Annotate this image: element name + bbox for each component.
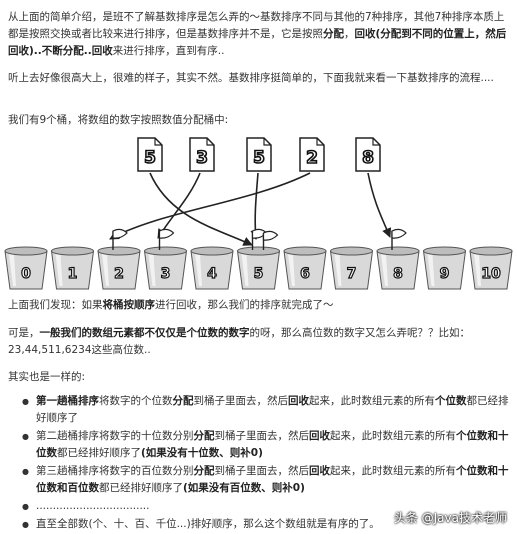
found-paragraph: 上面我们发现：如果将桶按顺序进行回收，那么我们的排序就完成了～ bbox=[8, 299, 334, 311]
bucket-label: 3 bbox=[161, 266, 171, 282]
bucket: 7 bbox=[329, 246, 374, 290]
bucket-label: 4 bbox=[207, 266, 217, 282]
arrow-2-to-bucket-2 bbox=[109, 172, 311, 240]
bucket-label: 8 bbox=[393, 266, 403, 282]
card-number: 5 bbox=[144, 148, 156, 168]
bucket: 9 bbox=[422, 246, 467, 290]
step-item: 第三趟桶排序将数字的百位数分别分配到桶子里面去，然后回收起来，此时数组元素的所有… bbox=[22, 463, 510, 497]
flag-icon bbox=[158, 228, 175, 250]
flag-icon bbox=[112, 228, 128, 250]
bucket-label: 9 bbox=[440, 266, 450, 282]
number-card: 5 bbox=[137, 137, 163, 172]
buckets-intro: 我们有9个桶，将数组的数字按照数值分配桶中: bbox=[8, 114, 229, 126]
watermark: 头条 @Java技术老师 bbox=[393, 511, 507, 525]
step-item: 第一趟桶排序将数字的个位数分配到桶子里面去，然后回收起来，此时数组元素的所有个位… bbox=[22, 393, 510, 427]
bucket: 0 bbox=[4, 246, 48, 290]
step-item: 直至全部数(个、十、百、千位...)排好顺序，那么这个数组就是有序的了。 bbox=[22, 516, 510, 533]
step-item: 第二趟桶排序将数字的十位数分别分配到桶子里面去，然后回收起来，此时数组元素的所有… bbox=[22, 428, 510, 462]
flow-paragraph: 听上去好像很高大上，很难的样子，其实不然。基数排序挺简单的，下面我就来看一下基数… bbox=[8, 72, 494, 84]
bucket: 10 bbox=[469, 246, 513, 290]
number-card: 2 bbox=[299, 137, 325, 172]
card-number: 8 bbox=[362, 148, 374, 168]
card-number: 5 bbox=[253, 148, 265, 168]
flag-icon bbox=[391, 228, 407, 250]
number-card: 3 bbox=[189, 137, 215, 172]
number-card: 5 bbox=[246, 137, 272, 172]
arrow-8-to-bucket-8 bbox=[367, 172, 392, 238]
flag-icon bbox=[251, 228, 279, 250]
number-card: 8 bbox=[355, 137, 381, 172]
bucket: 6 bbox=[283, 246, 327, 290]
bucket: 4 bbox=[190, 246, 234, 290]
bucket: 8 bbox=[376, 246, 420, 290]
bucket: 1 bbox=[50, 246, 95, 290]
arrow-3-to-bucket-3 bbox=[157, 172, 201, 239]
step-item: .................................. bbox=[22, 498, 510, 515]
bucket-label: 0 bbox=[21, 266, 31, 282]
bucket-sort-illustration: 5 3 5 2 8 0 1 2 3 4 5 6 7 8 9 10 bbox=[4, 137, 513, 290]
same-paragraph: 其实也是一样的: bbox=[8, 371, 86, 383]
steps-list: 第一趟桶排序将数字的个位数分配到桶子里面去，然后回收起来，此时数组元素的所有个位… bbox=[22, 393, 510, 534]
bucket-label: 5 bbox=[254, 266, 264, 282]
arrow-5-to-bucket-5 bbox=[149, 172, 253, 246]
card-number: 2 bbox=[306, 148, 318, 168]
bucket: 3 bbox=[143, 246, 188, 290]
question-paragraph: 可是，一般我们的数组元素都不仅仅是个位数的数字的呀，那么高位数的数字又怎么弄呢？… bbox=[8, 327, 470, 356]
bucket-label: 6 bbox=[300, 266, 310, 282]
bucket: 2 bbox=[97, 246, 141, 290]
bucket-label: 7 bbox=[347, 266, 357, 282]
bucket-label: 2 bbox=[114, 266, 124, 282]
card-number: 3 bbox=[196, 148, 208, 168]
bucket-label: 10 bbox=[481, 266, 501, 282]
bucket-label: 1 bbox=[68, 266, 78, 282]
bucket: 5 bbox=[236, 246, 281, 290]
intro-paragraph: 从上面的简单介绍，是班不了解基数排序是怎么弄的～基数排序不同与其他的7种排序，其… bbox=[8, 11, 507, 57]
